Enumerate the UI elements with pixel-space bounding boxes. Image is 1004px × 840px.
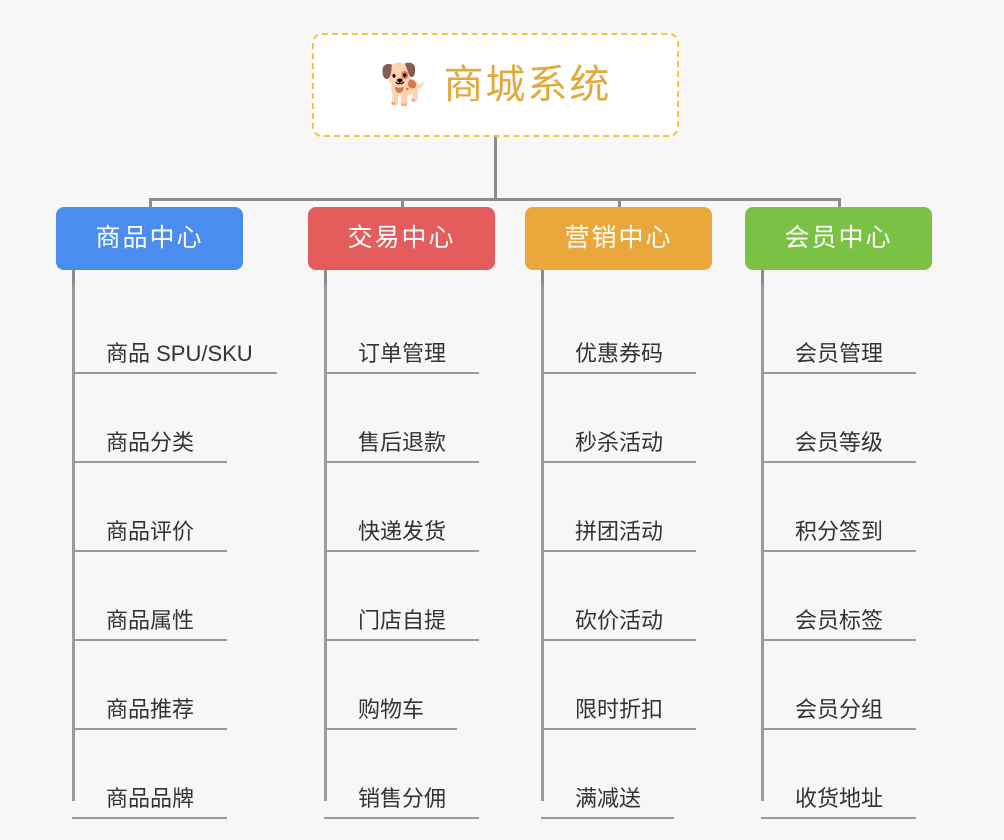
- connector-branch-2-to-leaves: [324, 270, 327, 288]
- leaf-label-2-6: 销售分佣: [358, 785, 447, 811]
- leaf-trunk-1: [72, 285, 75, 801]
- leaf-item-4-6[interactable]: 收货地址: [761, 730, 916, 819]
- connector-drop-branch-1: [149, 198, 152, 210]
- leaf-item-3-1[interactable]: 优惠券码: [541, 285, 696, 374]
- leaf-item-4-5[interactable]: 会员分组: [761, 641, 916, 730]
- leaf-label-1-4: 商品属性: [106, 607, 195, 633]
- leaf-item-2-6[interactable]: 销售分佣: [324, 730, 479, 819]
- branch-header-1[interactable]: 商品中心: [56, 207, 243, 270]
- branch-header-4[interactable]: 会员中心: [745, 207, 932, 270]
- leaf-item-4-4[interactable]: 会员标签: [761, 552, 916, 641]
- leaf-label-1-5: 商品推荐: [106, 696, 195, 722]
- leaf-label-1-2: 商品分类: [106, 429, 195, 455]
- shiba-dog-face-icon: 🐕: [379, 63, 430, 107]
- branch-header-label-4: 会员中心: [784, 224, 893, 252]
- leaf-label-2-5: 购物车: [358, 696, 425, 722]
- leaf-item-1-4[interactable]: 商品属性: [72, 552, 227, 641]
- leaf-label-3-1: 优惠券码: [575, 340, 664, 366]
- leaf-item-3-5[interactable]: 限时折扣: [541, 641, 696, 730]
- leaf-item-2-5[interactable]: 购物车: [324, 641, 457, 730]
- leaf-label-3-6: 满减送: [575, 785, 642, 811]
- leaf-trunk-3: [541, 285, 544, 801]
- branch-header-label-2: 交易中心: [347, 224, 456, 252]
- leaf-item-3-3[interactable]: 拼团活动: [541, 463, 696, 552]
- leaf-item-4-1[interactable]: 会员管理: [761, 285, 916, 374]
- leaf-label-1-6: 商品品牌: [106, 785, 195, 811]
- leaf-trunk-4: [761, 285, 764, 801]
- root-node-label: 商城系统: [443, 63, 612, 107]
- connector-root-stem: [494, 137, 497, 201]
- leaf-label-2-2: 售后退款: [358, 429, 447, 455]
- leaf-item-2-2[interactable]: 售后退款: [324, 374, 479, 463]
- leaf-item-3-6[interactable]: 满减送: [541, 730, 674, 819]
- branch-header-label-1: 商品中心: [95, 224, 204, 252]
- leaf-item-3-2[interactable]: 秒杀活动: [541, 374, 696, 463]
- connector-branch-3-to-leaves: [541, 270, 544, 288]
- connector-branch-1-to-leaves: [72, 270, 75, 288]
- leaf-item-1-6[interactable]: 商品品牌: [72, 730, 227, 819]
- leaf-label-4-6: 收货地址: [795, 785, 884, 811]
- leaf-label-1-3: 商品评价: [106, 518, 195, 544]
- leaf-label-3-5: 限时折扣: [575, 696, 664, 722]
- leaf-item-4-3[interactable]: 积分签到: [761, 463, 916, 552]
- leaf-item-2-4[interactable]: 门店自提: [324, 552, 479, 641]
- leaf-label-4-2: 会员等级: [795, 429, 884, 455]
- leaf-label-4-5: 会员分组: [795, 696, 884, 722]
- leaf-item-1-3[interactable]: 商品评价: [72, 463, 227, 552]
- connector-drop-branch-4: [838, 198, 841, 210]
- leaf-label-2-4: 门店自提: [358, 607, 447, 633]
- leaf-item-1-5[interactable]: 商品推荐: [72, 641, 227, 730]
- connector-horizontal-bar: [149, 198, 841, 201]
- leaf-label-4-1: 会员管理: [795, 340, 884, 366]
- leaf-item-1-2[interactable]: 商品分类: [72, 374, 227, 463]
- leaf-label-4-4: 会员标签: [795, 607, 884, 633]
- leaf-label-2-1: 订单管理: [358, 340, 447, 366]
- leaf-item-4-2[interactable]: 会员等级: [761, 374, 916, 463]
- leaf-label-4-3: 积分签到: [795, 518, 884, 544]
- leaf-item-2-1[interactable]: 订单管理: [324, 285, 479, 374]
- branch-header-2[interactable]: 交易中心: [308, 207, 495, 270]
- leaf-trunk-2: [324, 285, 327, 801]
- connector-branch-4-to-leaves: [761, 270, 764, 288]
- leaf-label-3-2: 秒杀活动: [575, 429, 664, 455]
- leaf-item-3-4[interactable]: 砍价活动: [541, 552, 696, 641]
- root-node[interactable]: 🐕 商城系统: [312, 33, 679, 137]
- connector-drop-branch-3: [618, 198, 621, 210]
- leaf-item-1-1[interactable]: 商品 SPU/SKU: [72, 285, 277, 374]
- leaf-label-1-1: 商品 SPU/SKU: [106, 340, 253, 366]
- branch-header-3[interactable]: 营销中心: [525, 207, 712, 270]
- leaf-label-3-3: 拼团活动: [575, 518, 664, 544]
- leaf-label-3-4: 砍价活动: [575, 607, 664, 633]
- leaf-item-2-3[interactable]: 快递发货: [324, 463, 479, 552]
- branch-header-label-3: 营销中心: [564, 224, 673, 252]
- leaf-label-2-3: 快递发货: [358, 518, 447, 544]
- connector-drop-branch-2: [401, 198, 404, 210]
